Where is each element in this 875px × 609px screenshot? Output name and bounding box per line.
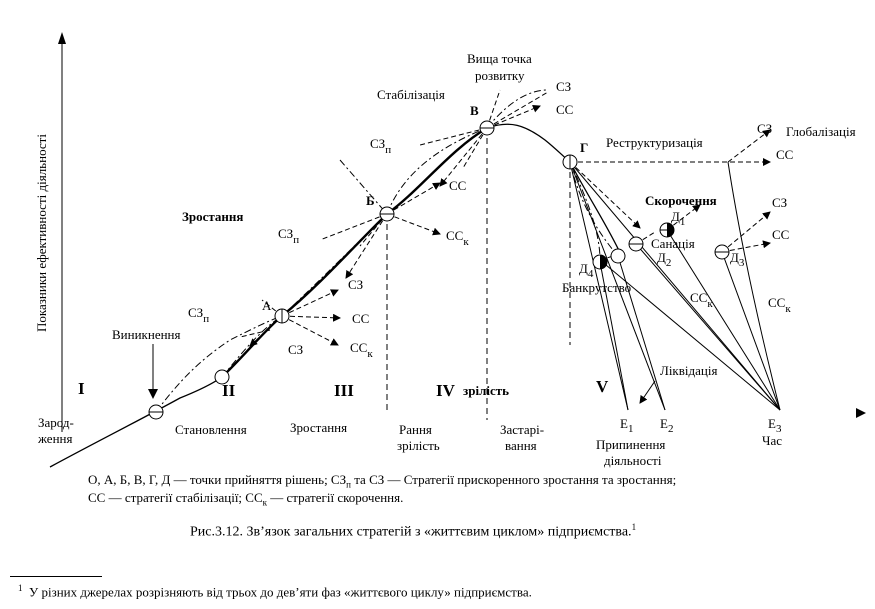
- footnote: 1 У різних джерелах розрізняють від трьо…: [18, 583, 532, 600]
- strategy-ss-d: СС: [772, 227, 789, 242]
- strategy-szp-b: СЗп: [278, 226, 299, 246]
- phase-roman-iii: III: [334, 381, 354, 400]
- point-label-d3: Д3: [730, 250, 745, 269]
- strategy-ssk-a: ССк: [350, 340, 373, 360]
- y-axis: [58, 32, 66, 432]
- label-vyshcha-2: розвитку: [475, 68, 525, 83]
- label-prypynennia-1: Припинення: [596, 437, 665, 452]
- point-label-e1: Е1: [620, 416, 633, 435]
- strategy-ss-b: СС: [449, 178, 466, 193]
- label-restrukturyzatsiia: Реструктуризація: [606, 135, 703, 150]
- phase-roman-ii: II: [222, 381, 236, 400]
- legend-line-1: О, А, Б, В, Г, Д — точки прийняття рішен…: [88, 472, 677, 490]
- point-ii: [214, 369, 230, 385]
- point-label-d2: Д2: [657, 250, 671, 269]
- label-prypynennia-2: діяльності: [604, 453, 662, 468]
- strategy-ssk-d: ССк: [690, 290, 713, 310]
- point-label-g: Г: [580, 140, 588, 155]
- phase-name-zarod-2: ження: [37, 431, 72, 446]
- phase-roman-i: I: [78, 379, 85, 398]
- strategy-ssk-d3: ССк: [768, 295, 791, 315]
- strategy-sz-v: СЗ: [556, 79, 571, 94]
- strategy-ss-v: СС: [556, 102, 573, 117]
- figure-caption: Рис.3.12. Зв’язок загальних стратегій з …: [190, 522, 637, 540]
- phase-dividers: [386, 128, 571, 420]
- phase-name-rannia-1: Рання: [399, 422, 432, 437]
- point-label-e2: Е2: [660, 416, 673, 435]
- point-crosses: [149, 127, 729, 413]
- point-d2b: [610, 248, 626, 264]
- label-vyshcha-1: Вища точка: [467, 51, 532, 66]
- phase-iv-maturity: зрілість: [463, 383, 509, 398]
- point-label-d4: Д4: [579, 261, 594, 280]
- footnote-divider: [10, 576, 102, 577]
- label-hlobalizatsiia: Глобалізація: [786, 124, 856, 139]
- point-label-e3: Е3: [768, 416, 782, 435]
- strategy-labels: СЗп СС СЗ ССк СЗ СЗп ССк СС СЗп СЗ СС СЗ…: [188, 79, 793, 360]
- point-label-b: Б: [366, 193, 375, 208]
- decline-lines: [569, 161, 781, 411]
- label-bankrutstvo: Банкрутство: [562, 280, 631, 295]
- callout-arrows: [148, 344, 656, 404]
- strategy-sz-a: СЗ: [288, 342, 303, 357]
- label-sanatsiia: Санація: [651, 236, 695, 251]
- dashdot-paths: [155, 89, 619, 413]
- label-skorochennia: Скорочення: [645, 193, 717, 208]
- strategy-szp-a: СЗп: [188, 305, 209, 325]
- phase-name-zastari-1: Застарі-: [500, 422, 544, 437]
- filled-markers: [600, 223, 674, 269]
- y-axis-label: Показники ефективності діяльності: [34, 134, 49, 332]
- label-stabilizatsiia: Стабілізація: [377, 87, 445, 102]
- x-axis-arrow: [856, 408, 866, 418]
- strategy-arrows: [239, 89, 771, 347]
- phase-name-zarod-1: Зарод-: [38, 415, 74, 430]
- lifecycle-curve: [49, 123, 623, 468]
- label-likvidatsiia: Ліквідація: [660, 363, 717, 378]
- label-zrostannia-bold: Зростання: [182, 209, 243, 224]
- phase-roman-iv: IV: [436, 381, 456, 400]
- phase-name-rannia-2: зрілість: [397, 438, 440, 453]
- strategy-sz-a2: СЗ: [348, 277, 363, 292]
- phase-name-zastari-2: вання: [505, 438, 537, 453]
- point-label-v: В: [470, 103, 479, 118]
- strategy-ssk-b: ССк: [446, 228, 469, 248]
- x-axis-label: Час: [762, 433, 782, 448]
- strategy-sz-g: СЗ: [757, 121, 772, 136]
- phase-name-stanovlennia: Становлення: [175, 422, 247, 437]
- point-label-d1: Д1: [671, 209, 685, 228]
- strategy-ss-g: СС: [776, 147, 793, 162]
- point-label-a: А: [262, 298, 272, 313]
- legend-line-2: СС — стратегії стабілізації; ССк — страт…: [88, 490, 404, 508]
- phase-roman-v: V: [596, 377, 609, 396]
- label-vynyknennia: Виникнення: [112, 327, 180, 342]
- strategy-ss-a: СС: [352, 311, 369, 326]
- strategy-szp-v: СЗп: [370, 136, 391, 156]
- strategy-sz-d: СЗ: [772, 195, 787, 210]
- phase-name-zrostannia: Зростання: [290, 420, 347, 435]
